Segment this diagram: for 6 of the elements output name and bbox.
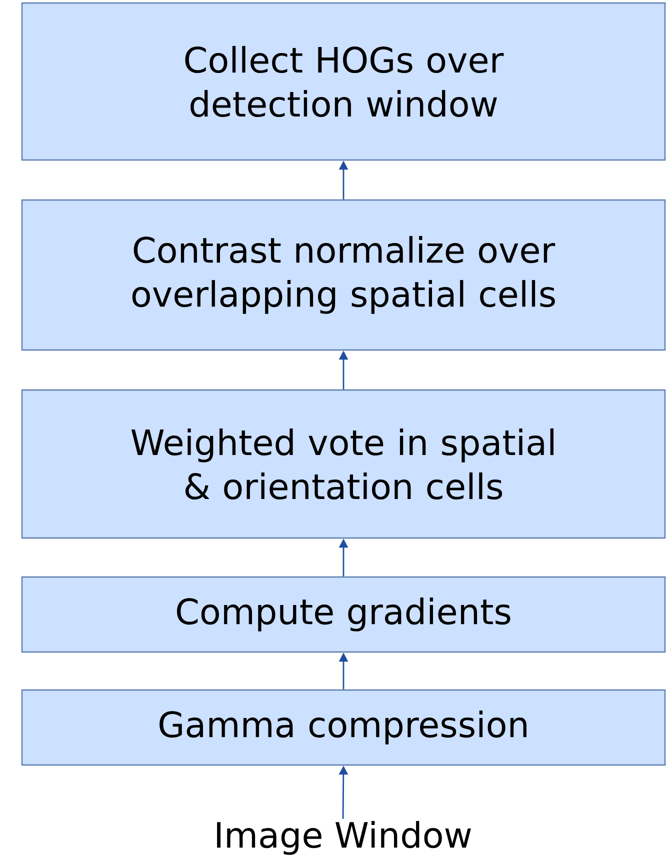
process-box: Collect HOGs over detection window [21, 2, 666, 161]
process-box: Gamma compression [21, 689, 666, 766]
process-box: Weighted vote in spatial & orientation cells [21, 389, 666, 539]
input-label: Image Window [217, 821, 471, 855]
process-box: Compute gradients [21, 576, 666, 653]
process-box: Contrast normalize over overlapping spatial cells [21, 199, 666, 351]
